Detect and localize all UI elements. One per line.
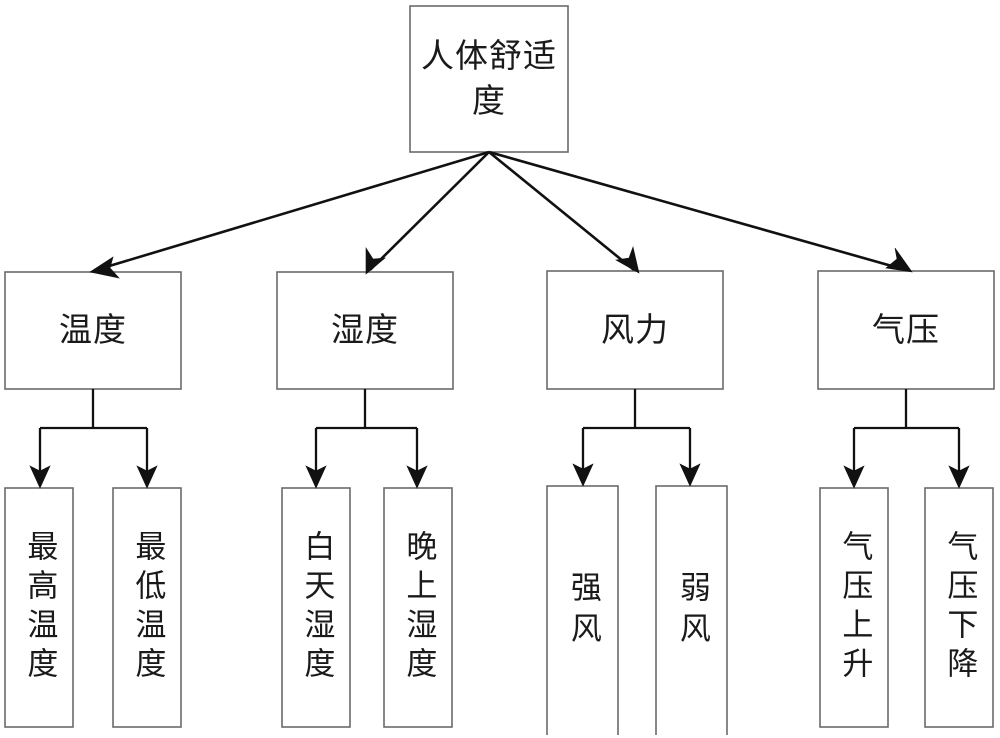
arrowhead-pressure-fall — [948, 465, 970, 489]
bracket-pressure — [852, 389, 961, 477]
bracket-wind — [581, 389, 692, 475]
edge-root-to-wind — [488, 150, 635, 272]
arrowhead-temp-max — [29, 465, 51, 489]
arrowhead-wind — [615, 245, 640, 274]
arrowhead-wind-weak — [679, 463, 701, 487]
edge-root-to-pressure — [488, 150, 907, 272]
arrowhead-wind-strong — [572, 463, 594, 487]
bracket-temperature — [38, 389, 149, 477]
arrowhead-humidity — [365, 246, 386, 275]
node-box-pressure[interactable] — [817, 270, 995, 390]
arrowhead-temperature — [89, 256, 120, 279]
node-box-humidity-day[interactable] — [281, 487, 351, 728]
node-box-humidity-night[interactable] — [383, 487, 453, 728]
arrowhead-humidity-night — [406, 465, 428, 489]
edge-root-to-temperature — [95, 150, 490, 272]
node-box-wind-weak[interactable] — [655, 485, 728, 735]
node-box-humidity[interactable] — [276, 271, 454, 390]
node-box-temperature[interactable] — [4, 271, 182, 390]
node-box-root[interactable] — [409, 5, 569, 153]
node-box-pressure-fall[interactable] — [924, 487, 994, 728]
arrowhead-pressure — [885, 247, 913, 273]
arrowhead-temp-min — [136, 465, 158, 489]
arrowhead-pressure-rise — [843, 465, 865, 489]
edge-root-to-humidity — [369, 151, 490, 271]
node-box-wind[interactable] — [546, 270, 724, 390]
node-box-wind-strong[interactable] — [546, 485, 619, 735]
node-box-temp-min[interactable] — [112, 487, 182, 728]
node-box-pressure-rise[interactable] — [819, 487, 889, 728]
node-box-temp-max[interactable] — [4, 487, 74, 728]
arrowhead-humidity-day — [305, 465, 327, 489]
bracket-humidity — [314, 389, 419, 477]
